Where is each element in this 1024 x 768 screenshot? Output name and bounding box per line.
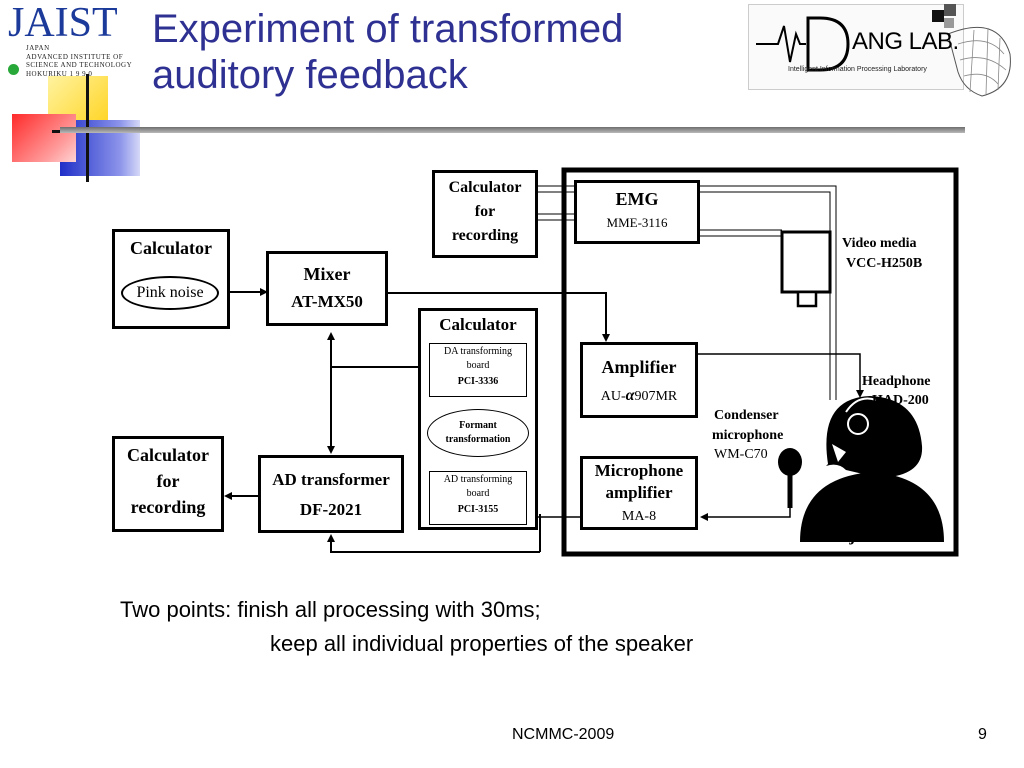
ad-board-box: AD transforming board PCI-3155 <box>429 471 527 525</box>
mic-amp-l1: Microphone <box>594 461 684 480</box>
amplifier-title: Amplifier <box>601 357 677 377</box>
ad-board-l2: board <box>466 488 490 499</box>
ad-board-l1: AD transforming <box>443 474 513 485</box>
mixer-title: Mixer <box>303 264 351 284</box>
jaist-logo-word: JAIST <box>8 0 118 46</box>
points-line-2: keep all individual properties of the sp… <box>270 631 694 656</box>
ad-board-l3: PCI-3155 <box>457 504 499 515</box>
calculator-recording-top-l3: recording <box>451 227 519 244</box>
da-board-box: DA transforming board PCI-3336 <box>429 343 527 397</box>
points-line-1: Two points: finish all processing with 3… <box>120 597 541 622</box>
jaist-logo-dot <box>8 64 19 75</box>
mic-amp-l2: amplifier <box>605 483 673 502</box>
danglab-logo-graphic <box>756 4 1011 97</box>
page-title-line2: auditory feedback <box>152 53 468 97</box>
calculator-recording-left-box: Calculator for recording <box>112 436 224 532</box>
calculator-pink-noise-box: Calculator Pink noise <box>112 229 230 329</box>
condenser-mic-label1: Condenser <box>714 408 779 423</box>
headphone-label: Headphone <box>862 374 931 389</box>
calculator-recording-left-l1: Calculator <box>127 445 209 465</box>
danglab-logo-frame <box>748 4 964 90</box>
calculator-pink-noise-title: Calculator <box>130 238 212 258</box>
calculator-recording-top-box: Calculator for recording <box>432 170 538 258</box>
calculator-recording-top-l2: for <box>474 203 496 220</box>
jaist-logo-subtext: JAPAN ADVANCED INSTITUTE OF SCIENCE AND … <box>26 44 133 78</box>
subject-label: Subject <box>818 526 880 545</box>
mixer-model: AT-MX50 <box>291 292 363 311</box>
header-rule <box>60 127 965 133</box>
pink-noise-ellipse: Pink noise <box>121 276 219 310</box>
ad-transformer-title: AD transformer <box>272 470 390 489</box>
emg-box: EMG MME-3116 <box>574 180 700 244</box>
amplifier-model: AU-α907MR <box>600 387 678 404</box>
formant-ellipse: Formant transformation <box>427 409 529 457</box>
danglab-logo: ANG LAB. Intelligent Information Process… <box>748 4 1018 98</box>
microphone-amplifier-box: Microphone amplifier MA-8 <box>580 456 698 530</box>
page-title: Experiment of transformed auditory feedb… <box>152 6 732 98</box>
calculator-recording-top-l1: Calculator <box>448 179 522 196</box>
da-board-l3: PCI-3336 <box>457 376 499 387</box>
page-title-line1: Experiment of transformed <box>152 7 624 51</box>
headphone-model: HAD-200 <box>872 393 929 408</box>
pink-noise-label: Pink noise <box>136 284 204 301</box>
mic-amp-model: MA-8 <box>621 509 657 524</box>
footer-text: NCMMC-2009 <box>512 726 615 743</box>
calculator-recording-left-l2: for <box>156 471 180 491</box>
ad-transformer-box: AD transformer DF-2021 <box>258 455 404 533</box>
condenser-mic-label2: microphone <box>712 428 784 443</box>
calculator-processing-title: Calculator <box>439 315 517 334</box>
emg-title: EMG <box>615 189 659 209</box>
formant-l2: transformation <box>445 434 511 445</box>
calculator-processing-box: Calculator DA transforming board PCI-333… <box>418 308 538 530</box>
da-board-l2: board <box>466 360 490 371</box>
ad-transformer-model: DF-2021 <box>299 500 363 519</box>
amplifier-box: Amplifier AU-α907MR <box>580 342 698 418</box>
emg-model: MME-3116 <box>606 215 668 230</box>
condenser-mic-model: WM-C70 <box>714 447 768 462</box>
page-number: 9 <box>978 726 987 743</box>
video-media-label: Video media <box>842 236 917 251</box>
danglab-logo-caption: Intelligent Information Processing Labor… <box>788 66 927 73</box>
deco-red-square <box>12 114 76 162</box>
formant-l1: Formant <box>459 420 497 431</box>
video-media-model: VCC-H250B <box>846 256 923 271</box>
calculator-recording-left-l3: recording <box>130 497 206 517</box>
da-board-l1: DA transforming <box>443 346 513 357</box>
jaist-logo: JAIST JAPAN ADVANCED INSTITUTE OF SCIENC… <box>4 0 150 82</box>
danglab-logo-word: ANG LAB. <box>852 28 959 55</box>
mixer-box: Mixer AT-MX50 <box>266 251 388 326</box>
